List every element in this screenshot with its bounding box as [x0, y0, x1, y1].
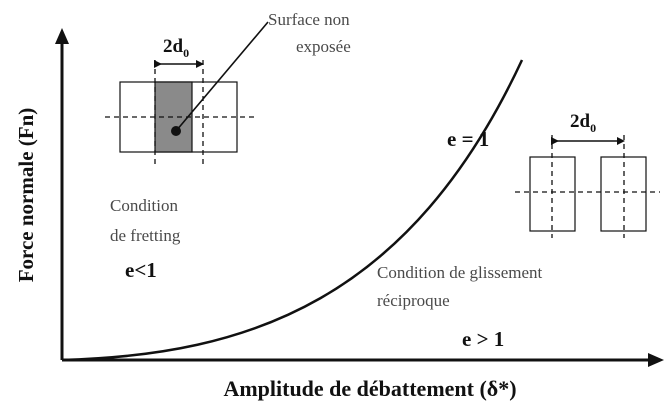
sliding-e-label: e > 1 — [462, 327, 504, 351]
callout-label-line2: exposée — [296, 37, 351, 56]
fretting-condition-line1: Condition — [110, 196, 179, 215]
sliding-schematic: 2d0 — [515, 111, 660, 238]
sliding-condition-line2: réciproque — [377, 291, 450, 310]
fretting-e-label: e<1 — [125, 258, 157, 282]
callout-label-line1: Surface non — [268, 10, 350, 29]
sliding-condition-line1: Condition de glissement — [377, 263, 543, 282]
fretting-condition-line2: de fretting — [110, 226, 181, 245]
fretting-schematic: 2d0 — [105, 21, 269, 165]
y-axis-arrowhead — [55, 28, 69, 44]
x-axis-label: Amplitude de débattement (δ*) — [223, 376, 516, 401]
curve-label: e = 1 — [447, 127, 489, 151]
sliding-dimension-label: 2d0 — [570, 111, 596, 135]
y-axis-label: Force normale (Fn) — [14, 108, 38, 283]
boundary-curve-e-equals-1 — [61, 59, 524, 362]
fretting-dimension-label: 2d0 — [163, 36, 189, 60]
callout-leader-line — [175, 21, 269, 132]
axes — [55, 28, 664, 367]
x-axis-arrowhead — [648, 353, 664, 367]
